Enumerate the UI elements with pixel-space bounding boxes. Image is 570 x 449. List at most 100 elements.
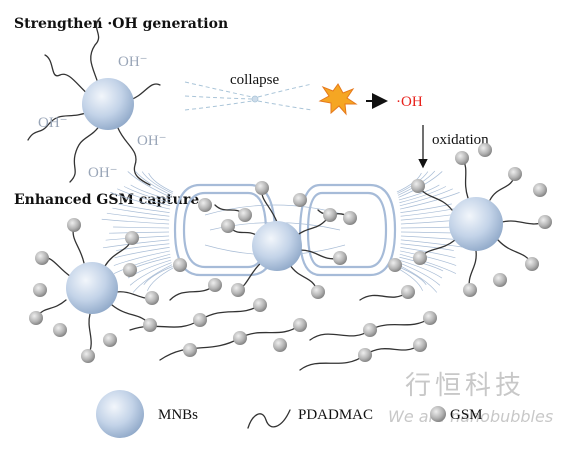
polymer-chain [117,127,151,186]
field-line [123,186,171,204]
gsm-particle [323,208,337,222]
gsm-particle [311,285,325,299]
gsm-particle [67,218,81,232]
interaction-field-lines [101,170,469,293]
legend-polymer-icon [247,409,291,429]
gsm-particle [253,298,267,312]
gsm-particle [293,193,307,207]
field-line [109,231,170,234]
legend-label-gsm: GSM [450,407,483,423]
polymer-chain [359,291,409,301]
oxidation-label: oxidation [432,132,489,148]
field-line [396,267,423,291]
gsm-particle [293,318,307,332]
field-line [113,226,170,229]
watermark-company: 行恒科技 [405,371,525,401]
field-line [132,264,173,293]
gsm-particle [255,181,269,195]
gsm-particle [388,258,402,272]
top-bubble-group [27,17,161,186]
gsm-particle [363,323,377,337]
polymer-chain [69,124,101,183]
field-line [400,203,452,213]
gsm-particle [221,219,235,233]
field-line [110,192,170,210]
gsm-particle [193,313,207,327]
gsm-particle [463,283,477,297]
gsm-particle [33,283,47,297]
hydroxide-label: OH⁻ [137,133,167,149]
field-line [400,192,460,210]
gsm-particle [333,251,347,265]
gsm-particle [231,283,245,297]
gsm-particle [273,338,287,352]
field-line [113,253,171,274]
field-line [397,264,438,293]
collapse-burst-icon [318,83,358,116]
hydroxide-label: OH⁻ [118,54,148,70]
gsm-particle [35,251,49,265]
gsm-particle [423,311,437,325]
field-line [400,226,457,229]
field-line [114,247,170,259]
gsm-particle [525,257,539,271]
gsm-particle [508,167,522,181]
field-line [129,262,172,286]
field-line [398,259,443,279]
polymer-chain [169,284,216,301]
gsm-particle [343,211,357,225]
polymer-chain [27,111,89,141]
gsm-particle [123,263,137,277]
field-line [148,172,174,193]
field-line [101,218,170,225]
field-line [141,171,173,194]
gsm-particle [413,251,427,265]
gsm-particle [413,338,427,352]
field-line [127,171,172,198]
legend: MNBs PDADMAC GSM [96,390,483,438]
field-line [399,188,453,207]
mnb-bubble [66,262,118,314]
field-line [134,170,173,196]
gsm-particle [533,183,547,197]
field-line [143,266,173,285]
gsm-particle [81,349,95,363]
polymer-chain [90,17,101,91]
gsm-particle [455,151,469,165]
heading-gsm-capture: Enhanced GSM capture [14,192,199,208]
gsm-particle [401,285,415,299]
legend-bubble-icon [96,390,144,438]
field-line [399,256,444,272]
field-line [112,207,170,217]
field-line [113,250,170,266]
watermark-slogan: We are nanobubbles [388,407,553,426]
field-line [400,243,454,251]
gsm-particle [143,318,157,332]
gsm-particle [538,215,552,229]
gsm-particle [145,291,159,305]
mnb-bubble [82,78,134,130]
polymer-chain [44,54,96,101]
field-line [398,262,441,286]
field-line [147,267,174,291]
gsm-particle [198,198,212,212]
gsm-particle [173,258,187,272]
collapse-label: collapse [230,72,279,88]
legend-label-mnbs: MNBs [158,407,198,423]
field-line [400,247,456,259]
hydroxyl-radical-label: ·OH [396,94,423,110]
gsm-particle [238,208,252,222]
legend-gsm-icon [430,406,446,422]
gsm-particle [493,273,507,287]
gsm-particle [29,311,43,325]
gsm-particle [208,278,222,292]
field-line [130,184,172,201]
field-line [117,188,171,207]
field-line [397,266,427,285]
field-line [398,184,440,201]
field-line [400,250,457,266]
gsm-particle [125,231,139,245]
heading-strengthen-oh: Strengthen ·OH generation [14,16,228,32]
gsm-particle [411,179,425,193]
